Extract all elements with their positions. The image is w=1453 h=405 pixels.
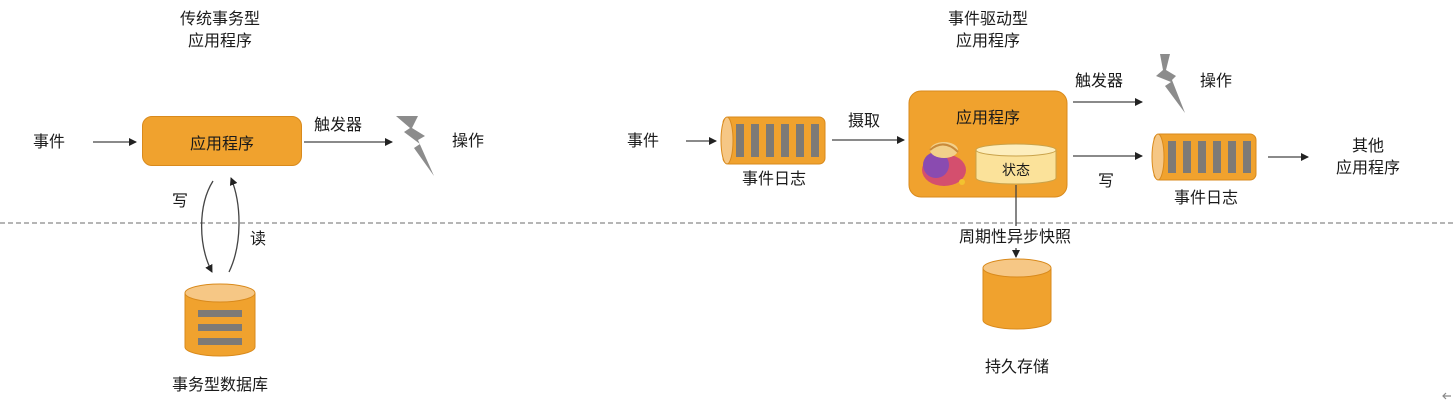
state-store-icon [975,143,1057,185]
traditional-app-box: 应用程序 [142,116,302,166]
traditional-title-line2: 应用程序 [187,31,252,50]
write-arrow [200,180,214,273]
input-event-log-icon [720,116,826,165]
traditional-app-label: 应用程序 [189,134,254,153]
event-driven-event-label: 事件 [627,131,660,150]
flink-squirrel-icon [922,142,966,186]
event-driven-action-label: 操作 [1200,71,1233,90]
event-driven-trigger-label: 触发器 [1075,71,1124,90]
persistent-storage-label: 持久存储 [984,357,1049,376]
snapshot-label: 周期性异步快照 [940,226,1090,248]
event-driven-write-label: 写 [1098,171,1115,190]
event-driven-title: 事件驱动型 应用程序 [918,8,1058,52]
transactional-db-label: 事务型数据库 [171,375,268,394]
ingest-label: 摄取 [848,111,881,130]
read-arrow [228,177,240,273]
event-driven-app-label: 应用程序 [955,108,1020,127]
event-driven-title-line1: 事件驱动型 [947,9,1028,28]
traditional-trigger-label: 触发器 [314,115,363,134]
traditional-title: 传统事务型 应用程序 [150,8,290,52]
corner-arrow-icon [1442,392,1451,400]
traditional-title-line1: 传统事务型 [179,9,260,28]
traditional-action-label: 操作 [452,131,485,150]
read-label: 读 [250,229,267,248]
other-apps-label: 其他 应用程序 [1318,135,1418,179]
other-apps-line2: 应用程序 [1335,158,1400,177]
lightning-bolt-icon [396,116,434,176]
database-icon [184,283,256,357]
state-label: 状态 [1002,163,1030,179]
output-log-label: 事件日志 [1173,188,1238,207]
lightning-bolt-icon-right [1156,54,1185,113]
input-log-label: 事件日志 [741,169,806,188]
persistent-storage-icon [982,258,1052,330]
traditional-event-label: 事件 [33,132,66,151]
write-label: 写 [172,191,189,210]
other-apps-line1: 其他 [1351,136,1384,155]
event-driven-title-line2: 应用程序 [955,31,1020,50]
output-event-log-icon [1151,133,1257,181]
